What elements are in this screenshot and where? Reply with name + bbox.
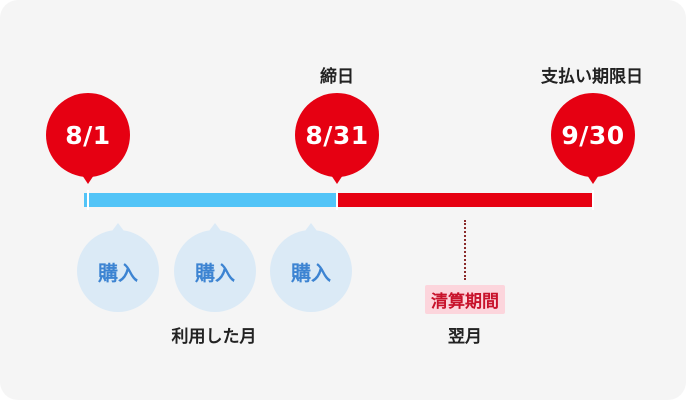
used-month-label: 利用した月 xyxy=(171,327,257,347)
closing-day-label: 締日 xyxy=(320,67,354,87)
next-month-label: 翌月 xyxy=(448,327,482,347)
purchase-bubble: 購入 xyxy=(270,230,352,312)
payment-date-pin: 9/30 xyxy=(551,93,635,177)
closing-date-pin: 8/31 xyxy=(295,93,379,177)
purchase-bubble: 購入 xyxy=(174,230,256,312)
settlement-period-label: 清算期間 xyxy=(425,285,505,314)
closing-tick xyxy=(336,190,338,210)
usage-period-bar xyxy=(84,193,338,207)
purchase-bubble: 購入 xyxy=(77,230,159,312)
settlement-pointer-line xyxy=(464,220,466,280)
start-date-pin: 8/1 xyxy=(46,93,130,177)
settlement-period-bar xyxy=(338,193,594,207)
payment-deadline-label: 支払い期限日 xyxy=(541,67,643,87)
payment-tick xyxy=(592,190,594,210)
start-tick xyxy=(87,190,89,210)
